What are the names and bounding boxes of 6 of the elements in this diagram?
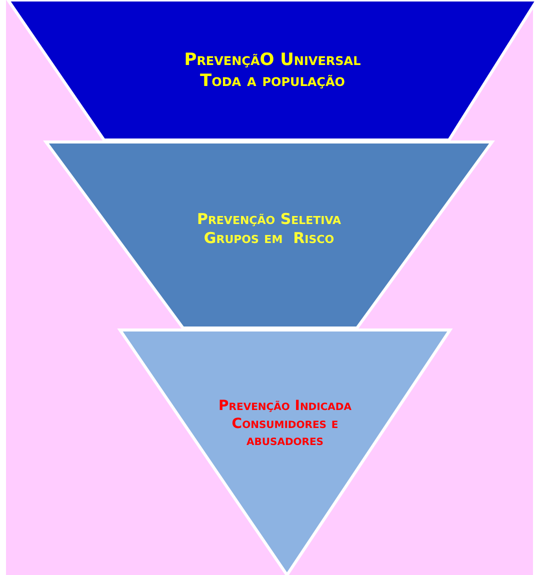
level-subtitle: Grupos em Risco xyxy=(204,228,334,248)
level-subtitle: Consumidores e abusadores xyxy=(230,416,340,450)
level-title: Prevenção Indicada xyxy=(218,398,352,416)
level-title: PrevençãO Universal xyxy=(184,50,361,72)
level-subtitle: Toda a população xyxy=(200,71,345,92)
level-title: Prevenção Seletiva xyxy=(196,210,342,229)
